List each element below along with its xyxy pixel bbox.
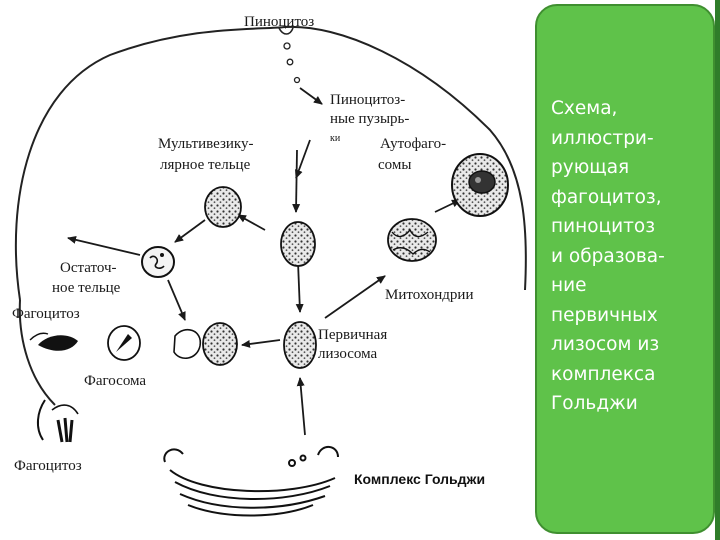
label-golgi: Комплекс Гольджи <box>354 471 485 487</box>
cell-membrane <box>14 25 527 301</box>
label-mitochondria: Митохондрии <box>385 287 474 303</box>
label-primary-lysosome-1: Первичная <box>318 327 387 343</box>
label-pino-vesicles-1: Пиноцитоз- <box>330 92 405 108</box>
caption-line: и образова- <box>551 245 665 267</box>
phagocytosis-particle-top <box>29 332 78 351</box>
late-endosome <box>280 221 316 267</box>
label-residual-body-2: ное тельце <box>52 280 121 296</box>
mitochondria-group <box>387 218 437 262</box>
multivesicular-body <box>204 186 242 228</box>
caption-line: пиноцитоз <box>551 216 656 237</box>
caption-line: Гольджи <box>551 393 638 414</box>
caption-line: первичных <box>551 304 658 326</box>
caption-line: рующая <box>551 157 630 178</box>
label-multivesicular-2: лярное тельце <box>160 157 251 173</box>
caption-line: Схема, <box>551 98 618 119</box>
phagolysosome <box>173 322 238 366</box>
caption-line: лизосом из <box>551 334 660 355</box>
cell-membrane-left-lower <box>18 299 56 406</box>
caption-line: иллюстри- <box>551 127 654 149</box>
label-pino-vesicles-3: ки <box>330 133 341 144</box>
label-residual-body-1: Остаточ- <box>60 260 117 276</box>
residual-body <box>141 246 175 278</box>
label-multivesicular-1: Мультивезику- <box>158 136 254 152</box>
label-autophagosomes-1: Аутофаго- <box>380 136 446 152</box>
lysosome-pathway-diagram: Пиноцитоз Пиноцитоз- ные пузырь- ки Муль… <box>12 14 527 517</box>
label-pino-vesicles-2: ные пузырь- <box>330 111 409 127</box>
caption-card: Схема, иллюстри- рующая фагоцитоз, пиноц… <box>535 4 715 534</box>
caption-line: комплекса <box>551 363 656 385</box>
caption-line: ние <box>551 275 587 296</box>
pinocytosis-invagination <box>278 27 301 84</box>
label-autophagosomes-2: сомы <box>378 157 411 173</box>
label-pinocytosis: Пиноцитоз <box>244 14 314 30</box>
caption-text: Схема, иллюстри- рующая фагоцитоз, пиноц… <box>551 94 711 419</box>
slide-edge-bar <box>715 0 720 540</box>
phagosome-small <box>107 325 141 361</box>
caption-panel: Схема, иллюстри- рующая фагоцитоз, пиноц… <box>535 0 720 540</box>
golgi-complex <box>163 446 339 517</box>
phagocytosis-particle-bottom <box>37 399 79 443</box>
label-primary-lysosome-2: лизосома <box>318 346 377 362</box>
label-phagocytosis-top: Фагоцитоз <box>12 306 80 322</box>
label-phagosome: Фагосома <box>84 373 146 389</box>
label-phagocytosis-bottom: Фагоцитоз <box>14 458 82 474</box>
primary-lysosome <box>283 321 317 369</box>
autophagosome <box>451 153 509 217</box>
caption-line: фагоцитоз, <box>551 186 662 208</box>
